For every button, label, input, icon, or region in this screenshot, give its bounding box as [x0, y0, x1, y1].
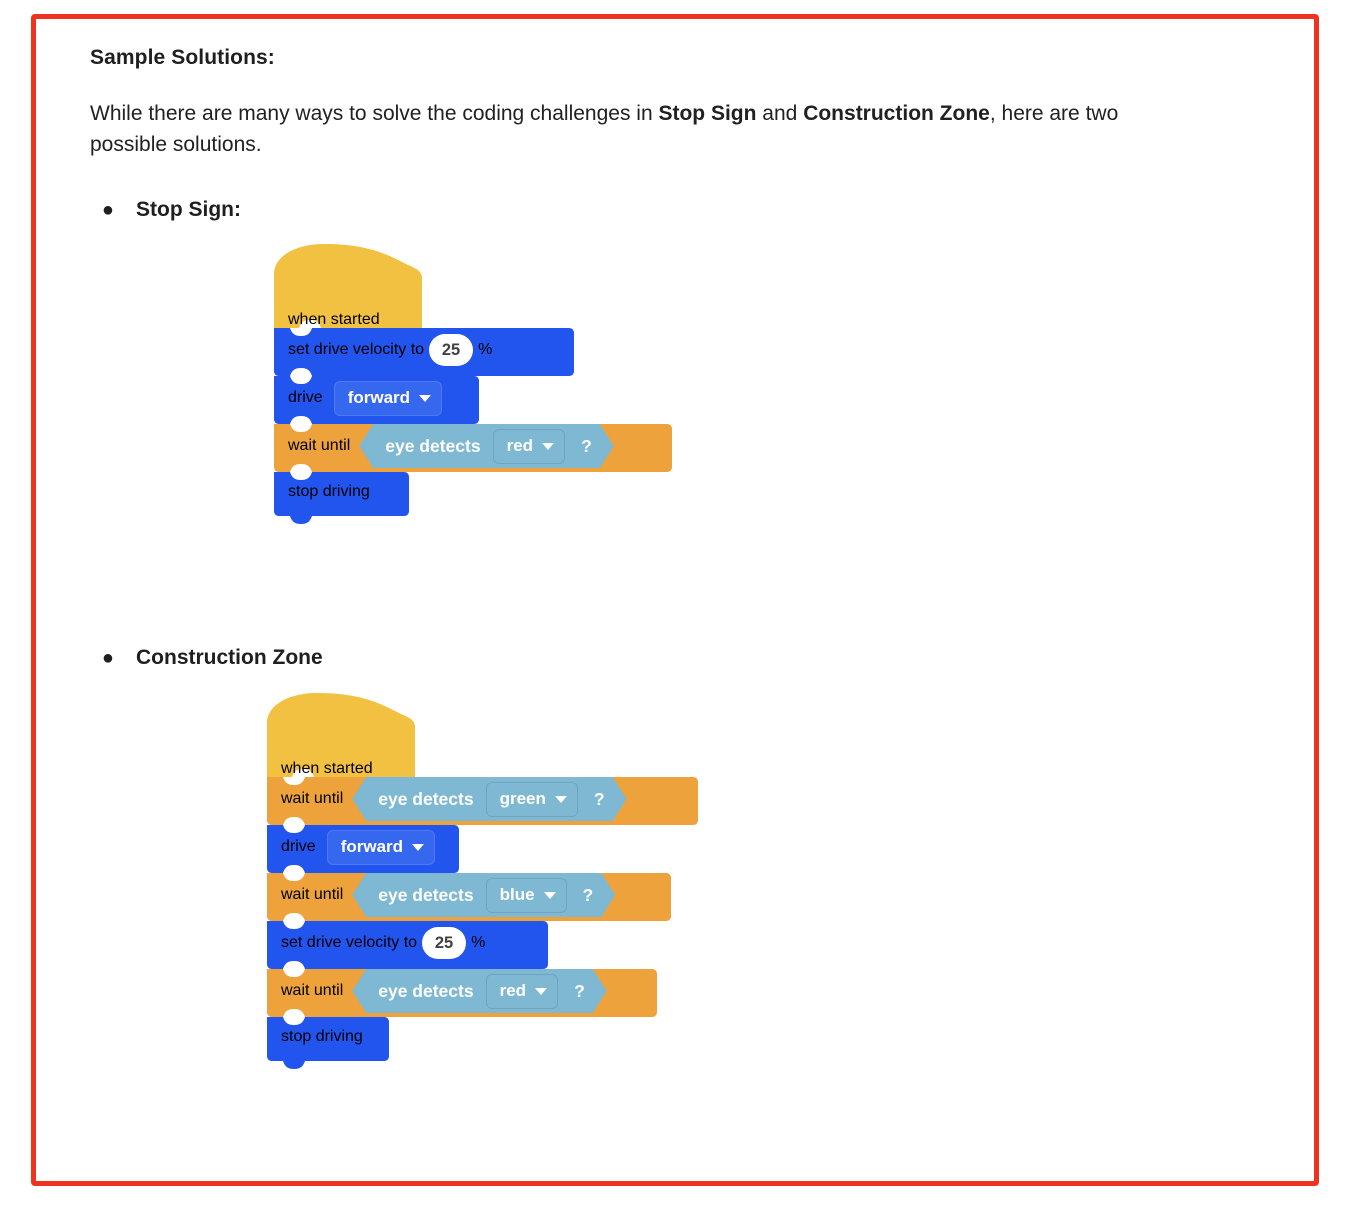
chevron-down-icon — [542, 443, 554, 450]
block-stop-driving[interactable]: stop driving — [267, 1013, 389, 1069]
block-label: wait until — [281, 790, 344, 807]
block-wait-until-blue[interactable]: wait until eye detects blue ? — [267, 869, 671, 921]
boolean-eye-detects-red[interactable]: eye detects red ? — [352, 969, 607, 1013]
chevron-down-icon — [419, 394, 432, 402]
dropdown-value: green — [499, 789, 546, 808]
block-label: wait until — [281, 886, 344, 903]
block-when-started[interactable]: when started — [274, 242, 422, 328]
page-title: Sample Solutions: — [90, 46, 275, 69]
eye-color-dropdown[interactable]: blue — [486, 878, 567, 913]
velocity-value-input[interactable]: 25 — [429, 334, 474, 366]
block-when-started[interactable]: when started — [267, 691, 415, 777]
document-body: Sample Solutions: While there are many w… — [90, 46, 1220, 222]
block-label: set drive velocity to — [281, 934, 418, 951]
boolean-label: eye detects — [378, 788, 474, 809]
boolean-eye-detects-green[interactable]: eye detects green ? — [352, 777, 626, 821]
dropdown-value: forward — [340, 837, 404, 856]
construction-zone-program: when started wait until eye detects gree… — [267, 691, 698, 1069]
bullet-marker-icon: ● — [101, 647, 114, 669]
intro-paragraph: While there are many ways to solve the c… — [90, 98, 1200, 160]
block-drive-forward[interactable]: drive forward — [274, 372, 479, 424]
block-set-drive-velocity[interactable]: set drive velocity to 25 % — [274, 324, 574, 376]
block-drive-forward[interactable]: drive forward — [267, 821, 459, 873]
boolean-eye-detects-blue[interactable]: eye detects blue ? — [352, 873, 615, 917]
block-label: set drive velocity to — [288, 341, 425, 358]
question-mark-label: ? — [593, 788, 605, 809]
block-label: drive — [281, 838, 316, 855]
boolean-eye-detects-red[interactable]: eye detects red ? — [359, 424, 614, 468]
velocity-value-input[interactable]: 25 — [422, 927, 467, 959]
intro-text-part-1: While there are many ways to solve the c… — [90, 102, 659, 125]
chevron-down-icon — [555, 796, 567, 803]
bullet-label-stop-sign: Stop Sign: — [136, 198, 241, 221]
chevron-down-icon — [535, 988, 547, 995]
boolean-label: eye detects — [378, 884, 474, 905]
chevron-down-icon — [412, 843, 425, 851]
dropdown-value: red — [499, 981, 527, 1000]
block-label: drive — [288, 389, 323, 406]
unit-label: % — [478, 341, 493, 358]
eye-color-dropdown[interactable]: red — [493, 429, 565, 464]
block-stop-driving[interactable]: stop driving — [274, 468, 409, 524]
question-mark-label: ? — [581, 435, 592, 456]
drive-direction-dropdown[interactable]: forward — [326, 829, 436, 865]
eye-color-dropdown[interactable]: green — [486, 782, 578, 817]
eye-color-dropdown[interactable]: red — [486, 974, 558, 1009]
block-label: wait until — [281, 982, 344, 999]
block-label: stop driving — [281, 1028, 363, 1045]
bullet-item-construction-zone: ● Construction Zone — [90, 646, 323, 670]
bullet-marker-icon: ● — [101, 199, 114, 221]
question-mark-label: ? — [582, 884, 594, 905]
boolean-label: eye detects — [385, 435, 481, 456]
drive-direction-dropdown[interactable]: forward — [333, 380, 443, 416]
block-set-drive-velocity[interactable]: set drive velocity to 25 % — [267, 917, 548, 969]
dropdown-value: forward — [347, 388, 411, 407]
unit-label: % — [471, 934, 486, 951]
intro-text-part-2: and — [756, 102, 804, 125]
bullet-item-stop-sign: ● Stop Sign: — [90, 198, 1220, 222]
red-bordered-document-frame: Sample Solutions: While there are many w… — [31, 14, 1319, 1186]
dropdown-value: red — [506, 436, 534, 455]
bullet-label-construction-zone: Construction Zone — [136, 646, 323, 669]
dropdown-value: blue — [499, 885, 535, 904]
block-wait-until-green[interactable]: wait until eye detects green ? — [267, 773, 698, 825]
intro-bold-stop-sign: Stop Sign — [658, 102, 757, 125]
intro-text-part-3: , here are two possible solutions. — [90, 102, 1119, 156]
intro-bold-construction-zone: Construction Zone — [803, 102, 990, 125]
question-mark-label: ? — [574, 980, 585, 1001]
block-wait-until-red[interactable]: wait until eye detects red ? — [274, 420, 672, 472]
chevron-down-icon — [544, 892, 556, 899]
boolean-label: eye detects — [378, 980, 474, 1001]
block-wait-until-red[interactable]: wait until eye detects red ? — [267, 965, 657, 1017]
stop-sign-program: when started set drive velocity to 25 % … — [274, 242, 672, 524]
block-label: stop driving — [288, 483, 370, 500]
block-label: wait until — [288, 437, 351, 454]
